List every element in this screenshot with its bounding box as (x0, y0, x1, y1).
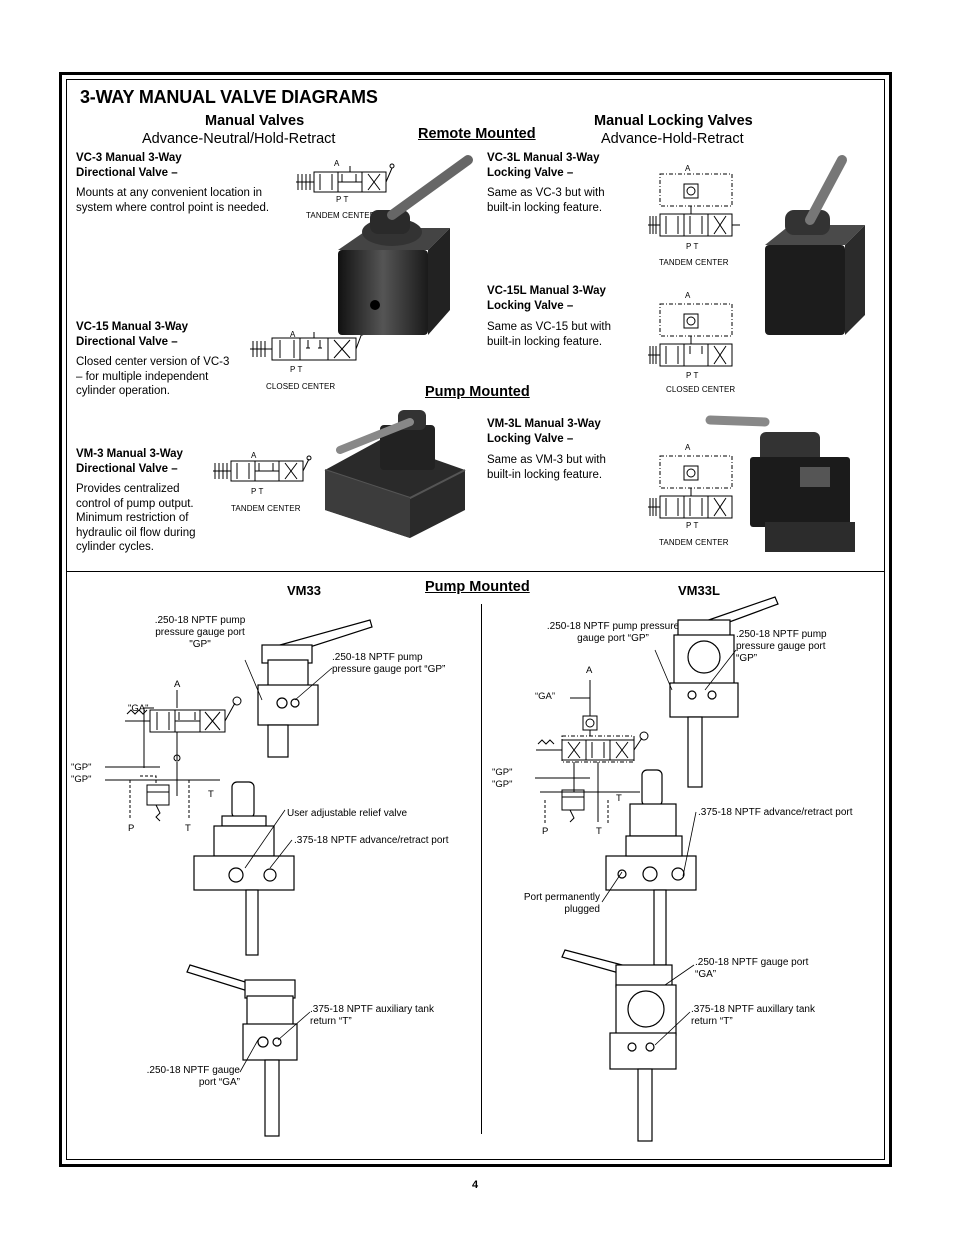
vc3l-center-label: TANDEM CENTER (659, 258, 729, 267)
vc3l-port-pt: P T (686, 242, 699, 251)
vm33l-bottom-drawing (561, 949, 677, 1142)
vm33-bottom-drawing (186, 964, 298, 1137)
vm3l-valve-symbol (648, 455, 733, 519)
vm33-sym-p: P (128, 823, 135, 834)
vm3l-valve-photo (705, 415, 855, 552)
vc15-port-a: A (290, 330, 296, 339)
vm3l-description: Same as VM-3 but with built-in locking f… (487, 454, 606, 481)
vm33l-callout-tank: .375-18 NPTF auxillary tank return “T” (691, 1004, 815, 1027)
vm33-middle-drawing (193, 781, 295, 956)
vm33l-sym-ga: “GA” (535, 691, 556, 702)
vm3l-port-a: A (685, 443, 691, 452)
vm3-description: Provides centralized control of pump out… (76, 483, 196, 553)
vm33l-callout-gp-left: .250-18 NPTF pump pressure gauge port “G… (546, 621, 680, 644)
vm3-port-a: A (251, 451, 257, 460)
vm33-sym-ga: "GA" (128, 703, 149, 714)
vc3l-title: VC-3L Manual 3-Way Locking Valve – (487, 152, 600, 179)
vc3-port-pt: P T (336, 195, 349, 204)
pump-mounted-heading-top: Pump Mounted (425, 384, 530, 400)
page-frame-inner (66, 79, 885, 1160)
vc15-title: VC-15 Manual 3-Way Directional Valve – (76, 321, 189, 348)
vm33-callout-gp-left: .250-18 NPTF pump pressure gauge port "G… (154, 615, 246, 650)
page-title: 3-WAY MANUAL VALVE DIAGRAMS (80, 87, 378, 107)
vm33l-top-drawing (669, 596, 779, 788)
vm3-title: VM-3 Manual 3-Way Directional Valve – (76, 448, 183, 475)
vc3l-port-a: A (685, 164, 691, 173)
vm33-sym-t1: T (208, 789, 214, 800)
vm3l-center-label: TANDEM CENTER (659, 538, 729, 547)
vm33-sym-gp2: "GP" (71, 774, 92, 785)
section-divider (66, 571, 885, 572)
vc15-valve-symbol (250, 330, 365, 361)
page-frame-outer (59, 72, 892, 1167)
vm33l-sym-a: A (586, 665, 593, 676)
vm33l-sym-t2: T (596, 826, 602, 837)
vm33-label: VM33 (287, 583, 321, 598)
vc15-description: Closed center version of VC-3 – for mult… (76, 356, 230, 397)
vm3-port-pt: P T (251, 487, 264, 496)
vc15l-center-label: CLOSED CENTER (666, 385, 736, 394)
vc15l-valve-symbol (648, 303, 733, 367)
vc3-valve-symbol (296, 163, 395, 193)
vm33l-callout-ga: .250-18 NPTF gauge port “GA” (695, 957, 809, 980)
column-divider (481, 604, 482, 1134)
page-number: 4 (472, 1179, 479, 1191)
vm33l-sym-t1: T (616, 793, 622, 804)
vc3l-description: Same as VC-3 but with built-in locking f… (487, 187, 605, 214)
vm33-callout-gp-right: .250-18 NPTF pump pressure gauge port “G… (332, 652, 446, 675)
vc3-center-label: TANDEM CENTER (306, 211, 376, 220)
vm33l-sym-gp1: "GP" (492, 767, 513, 778)
vm3-valve-symbol (213, 455, 312, 482)
vm33l-schematic (535, 680, 649, 825)
vc3l-valve-symbol (648, 173, 740, 237)
pump-mounted-heading-bottom: Pump Mounted (425, 579, 530, 595)
vc3-description: Mounts at any convenient location in sys… (76, 187, 270, 214)
remote-mounted-heading: Remote Mounted (418, 126, 536, 142)
vc3-port-a: A (334, 159, 340, 168)
vc15-center-label: CLOSED CENTER (266, 382, 336, 391)
vm33-callout-ga: .250-18 NPTF gauge port “GA” (146, 1065, 240, 1088)
vm3l-title: VM-3L Manual 3-Way Locking Valve – (487, 418, 601, 445)
vc15l-description: Same as VC-15 but with built-in locking … (487, 321, 612, 348)
vm33l-callout-gp-right: .250-18 NPTF pump pressure gauge port “G… (736, 629, 827, 664)
vm33-sym-gp1: "GP" (71, 762, 92, 773)
vm33-sym-a: A (174, 679, 181, 690)
manual-valves-heading: Manual Valves (205, 113, 305, 129)
vm3-valve-photo (324, 410, 466, 538)
vc3-title: VC-3 Manual 3-Way Directional Valve – (76, 152, 182, 179)
vc15-port-pt: P T (290, 365, 303, 374)
vm33-callout-tank: .375-18 NPTF auxiliary tank return “T” (310, 1004, 434, 1027)
vc15l-title: VC-15L Manual 3-Way Locking Valve – (487, 285, 606, 312)
vc15l-port-pt: P T (686, 371, 699, 380)
manual-valves-subheading: Advance-Neutral/Hold-Retract (142, 131, 336, 147)
vc3-valve-photo (338, 155, 473, 335)
vc3l-valve-photo (765, 155, 865, 335)
vm3l-port-pt: P T (686, 521, 699, 530)
vm33-sym-t2: T (185, 823, 191, 834)
vm33l-label: VM33L (678, 583, 720, 598)
vm33l-middle-drawing (605, 769, 697, 966)
vm3-center-label: TANDEM CENTER (231, 504, 301, 513)
locking-valves-subheading: Advance-Hold-Retract (601, 131, 744, 147)
vm33l-callout-advance: .375-18 NPTF advance/retract port (698, 807, 853, 818)
vm33-callout-relief: User adjustable relief valve (287, 808, 408, 819)
vm33-callout-advance: .375-18 NPTF advance/retract port (294, 835, 449, 846)
vm33l-sym-gp2: "GP" (492, 779, 513, 790)
vm33l-sym-p: P (542, 826, 549, 837)
vc15l-port-a: A (685, 291, 691, 300)
vm33-top-drawing (257, 619, 373, 758)
vm33-schematic (105, 690, 242, 822)
vm33l-callout-plugged: Port permanently plugged (523, 892, 600, 915)
locking-valves-heading: Manual Locking Valves (594, 113, 753, 129)
